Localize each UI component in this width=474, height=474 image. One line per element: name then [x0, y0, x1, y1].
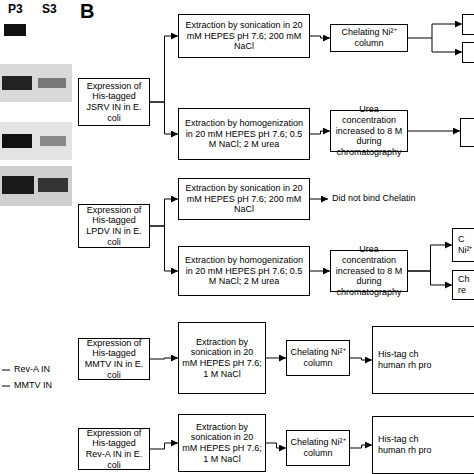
flow-arrow	[310, 131, 330, 134]
cropped-box: Ch re	[452, 270, 474, 300]
blot-image	[0, 24, 72, 386]
flow-arrow	[150, 226, 178, 271]
box-text: Extraction by sonication in 20 mM HEPES …	[182, 337, 262, 379]
lane-label: P3	[8, 2, 23, 16]
box-text: C Ni²⁺	[458, 234, 470, 255]
result-note: Did not bind Chelatin	[332, 193, 416, 203]
box-text: Urea concentration increased to 8 M duri…	[334, 104, 404, 157]
flow-arrow	[350, 358, 372, 360]
box-text: Ch re	[458, 274, 470, 295]
flow-arrow	[266, 358, 286, 359]
box-text: Extraction by sonication in 20 mM HEPES …	[182, 183, 306, 215]
box-text: Expression of His-tagged MMTV IN in E. c…	[82, 338, 146, 380]
box-text: Chelating Ni²⁺ column	[290, 347, 346, 368]
flow-arrow	[408, 271, 452, 285]
flow-arrow	[266, 443, 286, 448]
panel-letter: B	[80, 0, 94, 23]
expression-box: Expression of His-tagged Rev-A IN in E. …	[78, 428, 150, 470]
flow-arrow	[350, 445, 372, 448]
extraction-box: Extraction by sonication in 20 mM HEPES …	[178, 414, 266, 472]
extraction-box: Extraction by homogenization in 20 mM HE…	[178, 246, 310, 296]
column-box: Chelating Ni²⁺ column	[286, 340, 350, 376]
band-label: MMTV IN	[14, 380, 52, 390]
box-text: Expression of His-tagged LPDV IN in E. c…	[82, 205, 146, 247]
box-text: Extraction by homogenization in 20 mM HE…	[182, 255, 306, 287]
box-text: Expression of His-tagged Rev-A IN in E. …	[82, 428, 146, 470]
cropped-box: C Ni²⁺	[452, 228, 474, 262]
flow-arrow	[310, 271, 330, 272]
band-label: Rev-A IN	[14, 364, 50, 374]
cropped-box: His-tag ch human rh pro	[372, 326, 474, 394]
extraction-box: Extraction by sonication in 20 mM HEPES …	[178, 178, 310, 220]
box-text: Expression of His-tagged JSRV IN in E. c…	[82, 81, 146, 123]
box-text: His-tag ch human rh pro	[378, 434, 432, 455]
column-box: Chelating Ni²⁺ column	[330, 24, 408, 52]
lane-label: S3	[42, 2, 57, 16]
box-text: Chelating Ni²⁺ column	[290, 437, 346, 458]
box-text: His-tag ch human rh pro	[378, 349, 432, 370]
flow-arrow	[310, 36, 330, 38]
expression-box: Expression of His-tagged MMTV IN in E. c…	[78, 338, 150, 380]
expression-box: Expression of His-tagged JSRV IN in E. c…	[78, 78, 150, 126]
box-text: Chelating Ni²⁺ column	[334, 27, 404, 48]
flow-arrow	[150, 443, 178, 449]
expression-box: Expression of His-tagged LPDV IN in E. c…	[78, 204, 150, 248]
flow-arrow	[408, 245, 452, 271]
flow-arrow	[150, 36, 178, 102]
extraction-box: Extraction by homogenization in 20 mM HE…	[178, 108, 310, 160]
flow-arrow	[150, 102, 178, 134]
column-box: Chelating Ni²⁺ column	[286, 430, 350, 466]
cropped-box: His-tag ch human rh pro	[372, 416, 474, 474]
urea-box: Urea concentration increased to 8 M duri…	[330, 110, 408, 152]
box-text: Extraction by homogenization in 20 mM HE…	[182, 118, 306, 150]
box-text: Urea concentration increased to 8 M duri…	[334, 244, 404, 297]
extraction-box: Extraction by sonication in 20 mM HEPES …	[178, 14, 310, 58]
cropped-boxes	[461, 15, 474, 147]
extraction-box: Extraction by sonication in 20 mM HEPES …	[178, 322, 266, 394]
cropped-arrows	[310, 24, 462, 199]
flow-arrow	[150, 199, 178, 226]
urea-box: Urea concentration increased to 8 M duri…	[330, 250, 408, 292]
flow-arrow	[150, 358, 178, 359]
box-text: Extraction by sonication in 20 mM HEPES …	[182, 20, 306, 52]
box-text: Extraction by sonication in 20 mM HEPES …	[182, 422, 262, 464]
